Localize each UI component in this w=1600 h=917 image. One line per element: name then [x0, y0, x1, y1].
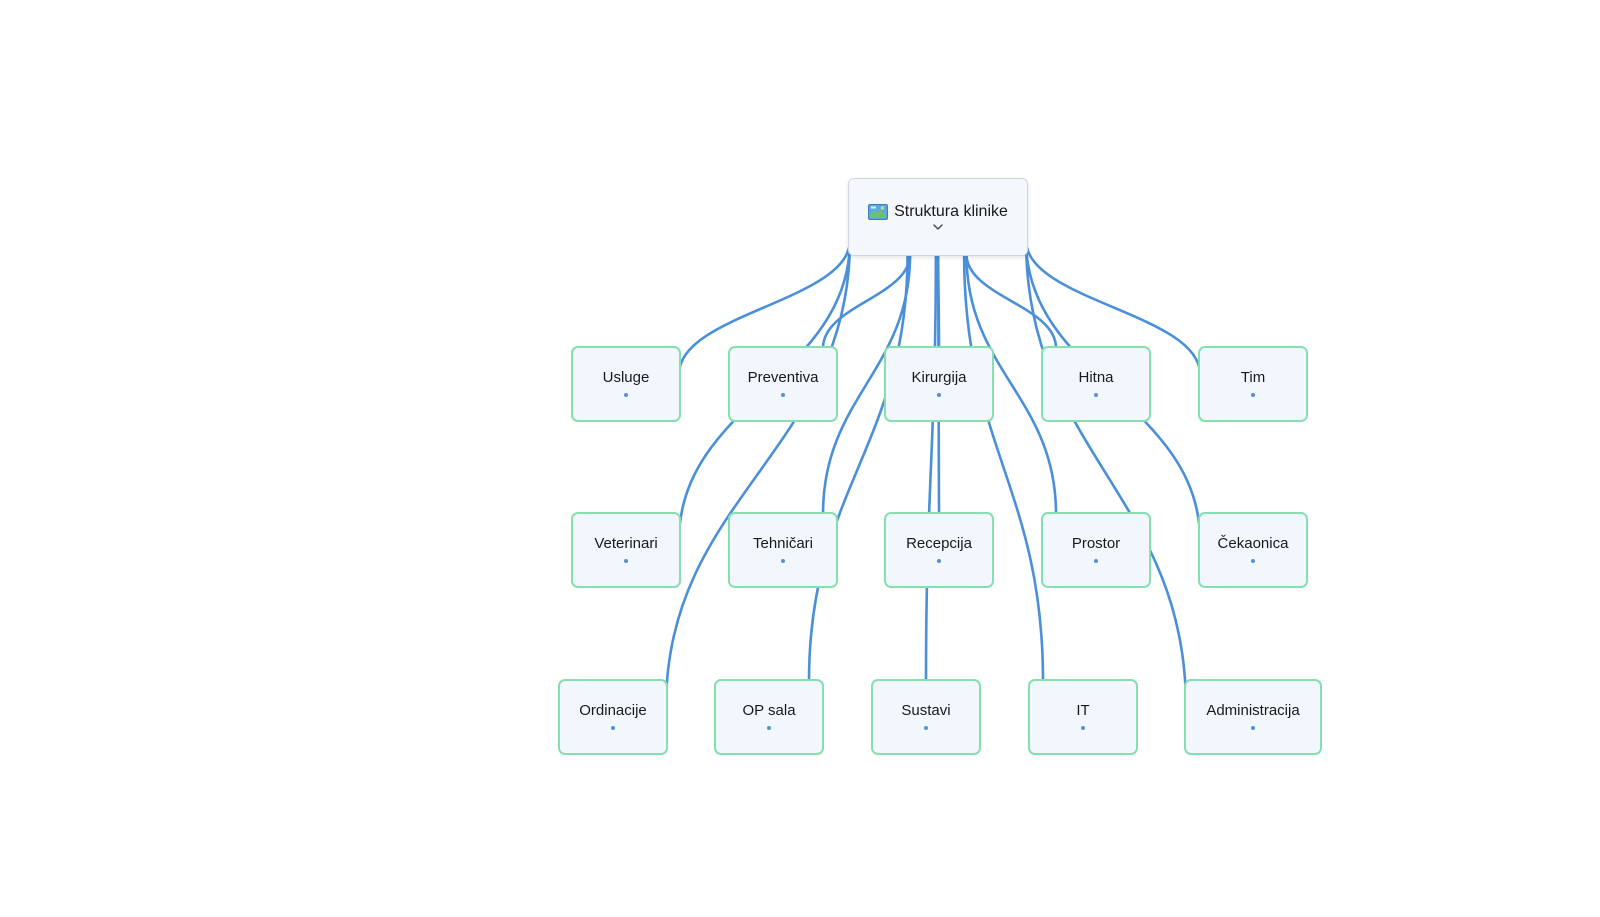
node-label: Recepcija: [906, 535, 972, 552]
node-handle[interactable]: [767, 726, 771, 730]
node-handle[interactable]: [1251, 393, 1255, 397]
node-label: IT: [1076, 702, 1090, 719]
node-handle[interactable]: [1081, 726, 1085, 730]
node-veterinari[interactable]: Veterinari: [571, 512, 681, 588]
edge-root-op-sala: [807, 252, 909, 683]
edge-root-prostor: [965, 252, 1058, 516]
node-handle[interactable]: [1251, 726, 1255, 730]
root-title: Struktura klinike: [894, 203, 1008, 220]
node-label: Usluge: [602, 369, 650, 386]
node-usluge[interactable]: Usluge: [571, 346, 681, 422]
node-label: Tim: [1240, 369, 1266, 386]
node-handle[interactable]: [937, 559, 941, 563]
edge-root-usluge: [677, 239, 852, 376]
node-cekaonica[interactable]: Čekaonica: [1198, 512, 1308, 588]
node-tim[interactable]: Tim: [1198, 346, 1308, 422]
edge-root-administracija: [1024, 239, 1188, 709]
edge-root-tim: [1024, 239, 1202, 376]
node-label: Prostor: [1071, 535, 1121, 552]
node-label: Sustavi: [901, 702, 951, 719]
node-handle[interactable]: [624, 559, 628, 563]
node-prostor[interactable]: Prostor: [1041, 512, 1151, 588]
node-handle[interactable]: [611, 726, 615, 730]
node-preventiva[interactable]: Preventiva: [728, 346, 838, 422]
edge-root-hitna: [965, 252, 1058, 350]
node-handle[interactable]: [924, 726, 928, 730]
node-handle[interactable]: [937, 393, 941, 397]
node-label: Veterinari: [594, 535, 658, 552]
node-handle[interactable]: [781, 393, 785, 397]
node-handle[interactable]: [1094, 393, 1098, 397]
edge-root-ordinacije: [664, 239, 852, 709]
chevron-down-icon[interactable]: [932, 223, 944, 231]
node-ordinacije[interactable]: Ordinacije: [558, 679, 668, 755]
node-label: Preventiva: [747, 369, 819, 386]
node-label: Tehničari: [752, 535, 814, 552]
node-label: Ordinacije: [579, 702, 647, 719]
node-tehnicari[interactable]: Tehničari: [728, 512, 838, 588]
node-administracija[interactable]: Administracija: [1184, 679, 1322, 755]
edge-root-sustavi: [924, 252, 938, 683]
edge-root-it: [962, 252, 1045, 683]
node-hitna[interactable]: Hitna: [1041, 346, 1151, 422]
node-label: OP sala: [742, 702, 796, 719]
node-handle[interactable]: [781, 559, 785, 563]
node-handle[interactable]: [1251, 559, 1255, 563]
node-kirurgija[interactable]: Kirurgija: [884, 346, 994, 422]
root-node[interactable]: Struktura klinike: [848, 178, 1028, 256]
node-handle[interactable]: [1094, 559, 1098, 563]
node-sustavi[interactable]: Sustavi: [871, 679, 981, 755]
node-label: Kirurgija: [911, 369, 967, 386]
map-icon: [868, 204, 889, 220]
node-label: Administracija: [1206, 702, 1300, 719]
node-recepcija[interactable]: Recepcija: [884, 512, 994, 588]
node-handle[interactable]: [624, 393, 628, 397]
node-op-sala[interactable]: OP sala: [714, 679, 824, 755]
node-it[interactable]: IT: [1028, 679, 1138, 755]
node-label: Hitna: [1078, 369, 1114, 386]
node-label: Čekaonica: [1217, 535, 1289, 552]
